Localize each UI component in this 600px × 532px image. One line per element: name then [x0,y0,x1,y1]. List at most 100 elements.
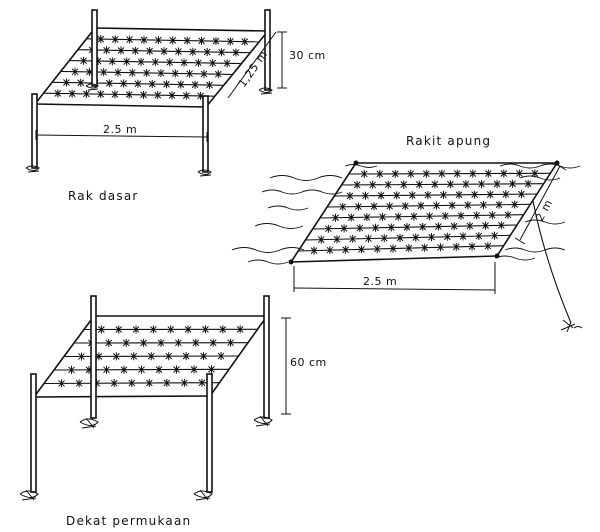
seaweed-tuft [358,245,365,254]
seaweed-tuft [495,200,503,209]
raft-anchor [532,200,583,333]
seaweed-tuft [440,190,447,199]
seaweed-tuft [469,169,477,178]
seaweed-tuft [58,379,65,388]
seaweed-tuft [356,224,364,233]
seaweed-tuft [504,210,512,219]
bottom-rack-height-label: 30 cm [289,49,326,62]
seaweed-tuft [236,325,244,334]
seaweed-tuft [475,232,483,241]
seaweed-tuft [198,36,205,45]
seaweed-tuft [171,69,179,78]
seaweed-tuft [443,232,451,241]
seaweed-tuft [493,179,501,188]
seaweed-tuft [232,48,240,57]
seaweed-tuft [182,352,190,361]
seaweed-tuft [160,47,168,56]
seaweed-tuft [150,325,157,334]
seaweed-tuft [433,201,440,210]
seaweed-tuft [379,212,386,221]
bottom-rack-post-bases [25,83,273,177]
seaweed-tuft [365,234,372,243]
seaweed-tuft [353,180,361,189]
raft-line [305,234,511,241]
seaweed-tuft [518,190,525,199]
seaweed-tuft [143,68,150,77]
seaweed-tuft [401,201,409,210]
seaweed-tuft [163,80,170,89]
seaweed-tuft [424,191,432,200]
raft-line [298,245,504,252]
seaweed-tuft [403,223,411,232]
seaweed-tuft [145,379,153,387]
seaweed-tuft [471,190,478,199]
raft-lines [298,169,551,255]
seaweed-tuft [376,169,384,178]
seaweed-tuft [478,180,485,189]
seaweed-tuft [464,201,472,210]
seaweed-tuft [184,325,192,334]
raft-line [327,203,531,208]
seaweed-tuft [462,180,470,189]
seaweed-tuft [484,242,492,251]
seaweed-tuft [370,202,378,211]
raft-line [334,193,538,197]
bottom-rack-frame [34,27,269,108]
seaweed-tuft [369,180,377,189]
seaweed-tuft [227,338,234,347]
floating-raft-caption: Rakit apung [406,134,491,148]
near-surface-post-bases [19,415,273,501]
seaweed-tuft [203,47,211,56]
seaweed-tuft [332,213,339,222]
seaweed-tuft [54,89,62,98]
seaweed-tuft [326,246,334,255]
near-surface-caption: Dekat permukaan [66,514,191,528]
seaweed-tuft [426,212,433,221]
seaweed-tuft [410,212,418,221]
seaweed-tuft [346,191,354,200]
seaweed-tuft [200,352,207,361]
seaweed-tuft [218,48,225,57]
raft-width-label: 2.5 m [363,275,397,288]
seaweed-tuft [214,70,222,79]
seaweed-tuft [333,235,341,244]
raft-depth-label: 2 m [533,197,555,223]
seaweed-tuft [500,169,508,178]
raft-water-surface [231,163,581,265]
seaweed-tuft [175,338,182,347]
seaweed-tuft [195,58,202,67]
seaweed-tuft [131,46,139,55]
seaweed-tuft [132,325,140,334]
seaweed-tuft [148,80,156,89]
seaweed-tuft [117,46,125,55]
seaweed-tuft [157,69,165,78]
seaweed-tuft [192,338,200,347]
seaweed-tuft [484,169,492,178]
seaweed-tuft [191,80,199,89]
raft-line [319,214,524,219]
seaweed-tuft [166,58,174,67]
seaweed-tuft [363,213,371,222]
seaweed-tuft [78,352,85,361]
seaweed-tuft [524,179,532,188]
seaweed-tuft [181,378,188,387]
seaweed-tuft [415,180,423,189]
raft-line [341,183,544,186]
seaweed-tuft [128,68,136,77]
seaweed-tuft [325,224,332,233]
seaweed-tuft [393,191,401,200]
seaweed-tuft [208,365,215,374]
seaweed-tuft [111,35,119,44]
seaweed-tuft [80,56,87,65]
seaweed-tuft [97,35,105,44]
seaweed-tuft [114,68,122,77]
seaweed-tuft [450,222,458,231]
seaweed-tuft [130,352,138,361]
seaweed-tuft [134,79,142,88]
raft-line [312,224,518,230]
bottom-rack-dimensions [35,31,287,142]
seaweed-tuft [163,378,171,387]
seaweed-tuft [428,233,435,242]
seaweed-tuft [108,57,116,66]
